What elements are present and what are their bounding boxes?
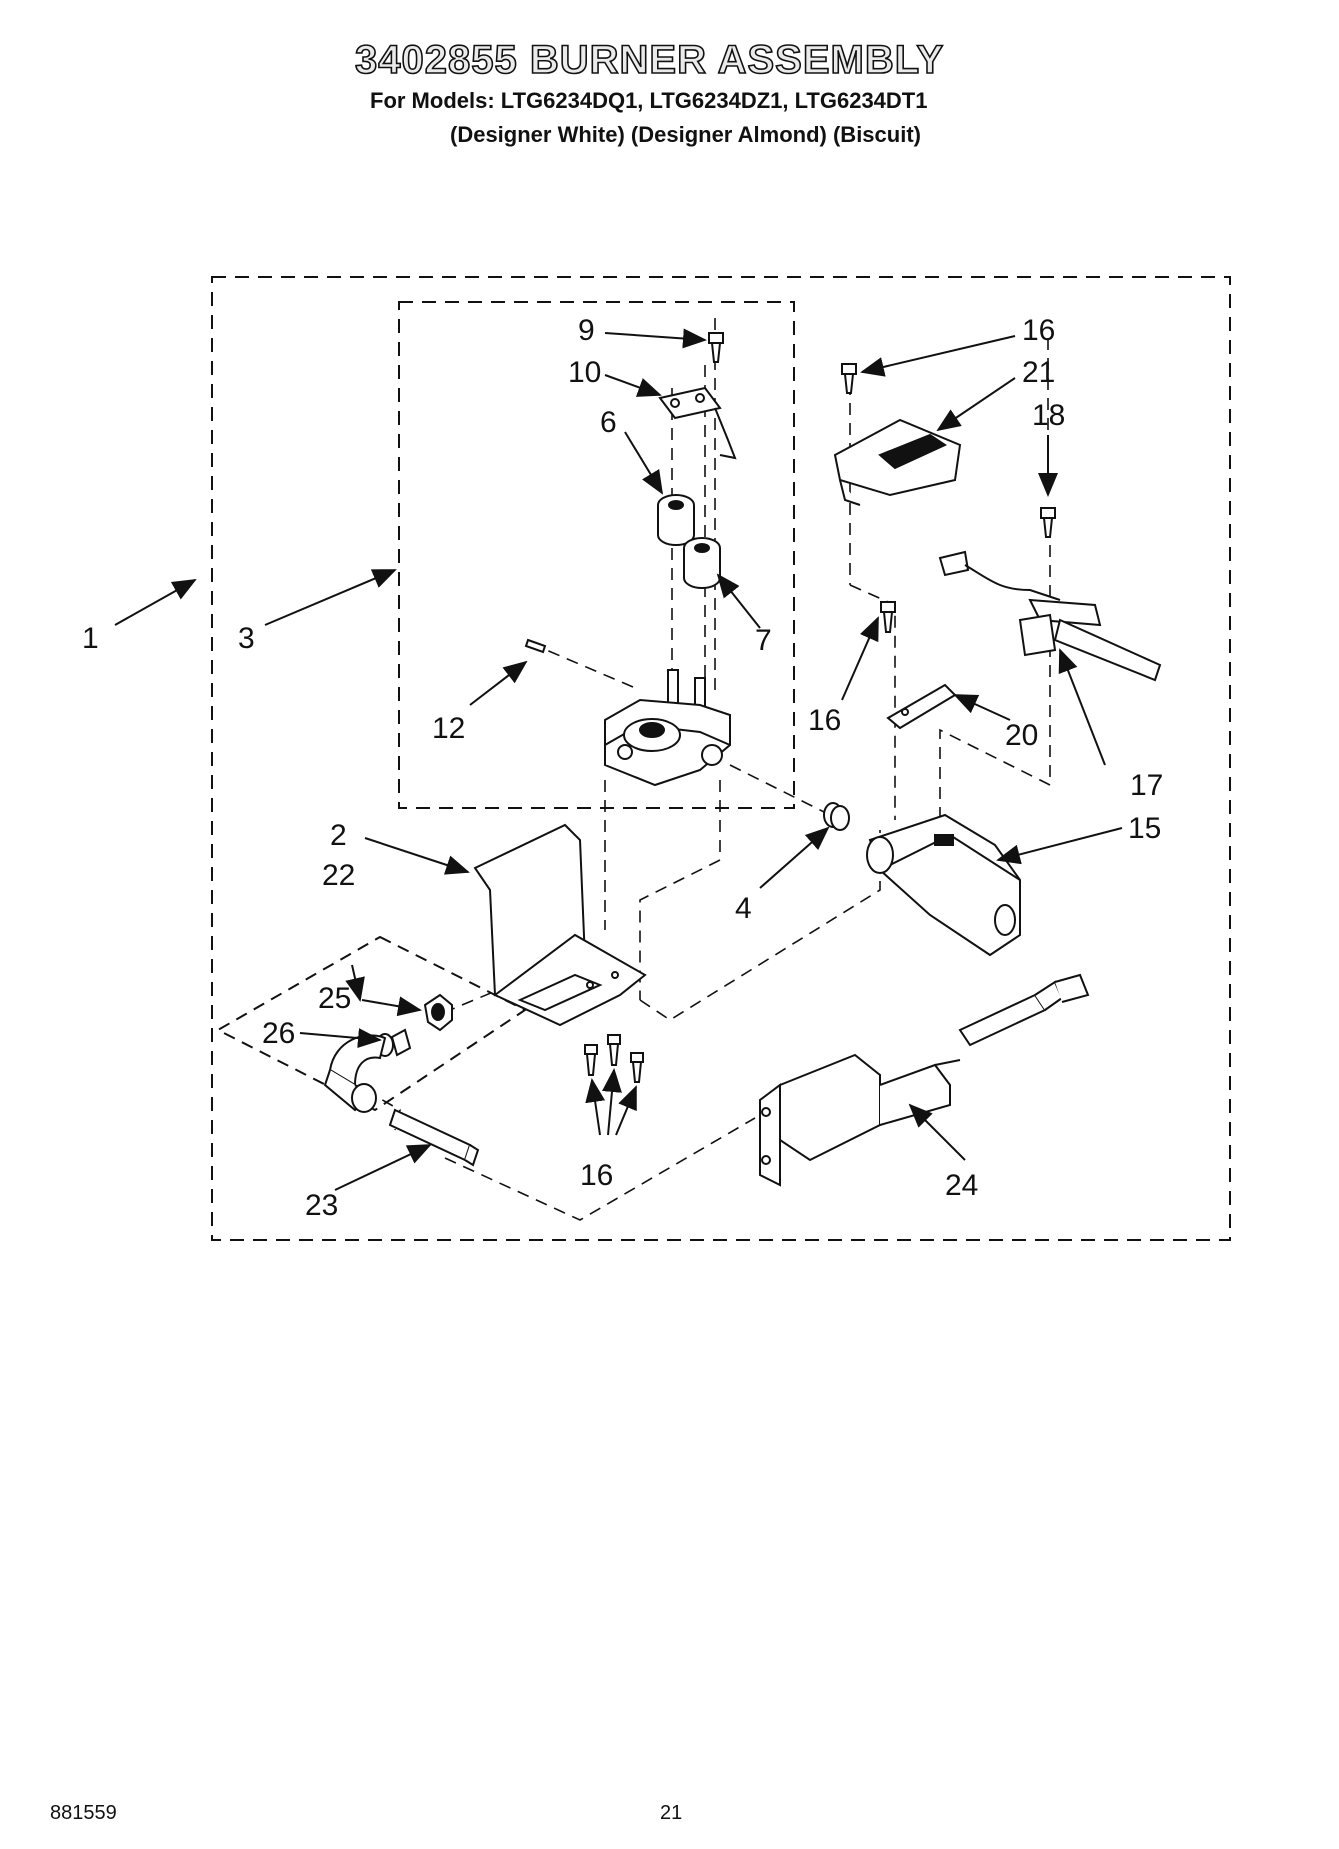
callout-2: 2: [330, 819, 347, 852]
coil-6-icon: [657, 494, 695, 546]
screw-9-icon: [708, 332, 724, 363]
callout-7: 7: [755, 624, 772, 657]
valve-subassembly-frame: [398, 301, 795, 809]
screw-18-icon: [1040, 507, 1056, 538]
pipe-kit-frame: [215, 935, 527, 1112]
callout-22: 22: [322, 859, 355, 892]
colors-subtitle: (Designer White) (Designer Almond) (Bisc…: [450, 122, 921, 147]
bracket-10-icon: [658, 386, 722, 420]
document-number: 881559: [50, 1802, 117, 1824]
callout-10: 10: [568, 356, 601, 389]
callout-18: 18: [1032, 399, 1065, 432]
nut-25-icon: [423, 993, 453, 1032]
elbow-fitting-icon: [323, 1034, 387, 1113]
page-title: 3402855 BURNER ASSEMBLY: [354, 37, 945, 83]
page-number: 21: [660, 1802, 683, 1824]
callout-24: 24: [945, 1169, 978, 1202]
parts: [323, 332, 1162, 1187]
leader-arrows: [114, 328, 1123, 1191]
callout-16-mid: 16: [808, 704, 841, 737]
callout-3: 3: [238, 622, 255, 655]
bracket-20-icon: [886, 683, 957, 730]
callout-26: 26: [262, 1017, 295, 1050]
flex-hose-icon: [958, 973, 1090, 1047]
screw-16-top-icon: [841, 363, 857, 394]
callout-16-top: 16: [1022, 314, 1055, 347]
outer-assembly-frame: [211, 276, 1231, 1241]
burner-15-icon: [866, 813, 1021, 957]
screws-16-bottom-icon: [584, 1034, 644, 1083]
callout-25: 25: [318, 982, 351, 1015]
callout-1: 1: [82, 622, 99, 655]
models-subtitle: For Models: LTG6234DQ1, LTG6234DZ1, LTG6…: [370, 88, 928, 113]
valve-24-icon: [759, 1053, 961, 1187]
washer-4-icon: [823, 802, 850, 831]
pipe-23-icon: [388, 1108, 480, 1167]
shield-2-icon: [473, 823, 647, 1027]
screw-12-icon: [524, 638, 547, 654]
callout-21: 21: [1022, 356, 1055, 389]
igniter-17-icon: [938, 550, 1162, 682]
gas-valve-icon: [604, 669, 731, 787]
screw-16-mid-icon: [880, 601, 896, 633]
callout-4: 4: [735, 892, 752, 925]
coil-7-icon: [683, 537, 721, 589]
callout-15: 15: [1128, 812, 1161, 845]
callout-12: 12: [432, 712, 465, 745]
callout-6: 6: [600, 406, 617, 439]
callout-17: 17: [1130, 769, 1163, 802]
callout-20: 20: [1005, 719, 1038, 752]
callout-9: 9: [578, 314, 595, 347]
callout-23: 23: [305, 1189, 338, 1222]
callout-16-bottom: 16: [580, 1159, 613, 1192]
callout-labels: 1 2 3 4 6 7 9 10 12 15 16 16 16 17 18 20…: [82, 314, 1163, 1222]
bracket-21-icon: [833, 418, 962, 506]
